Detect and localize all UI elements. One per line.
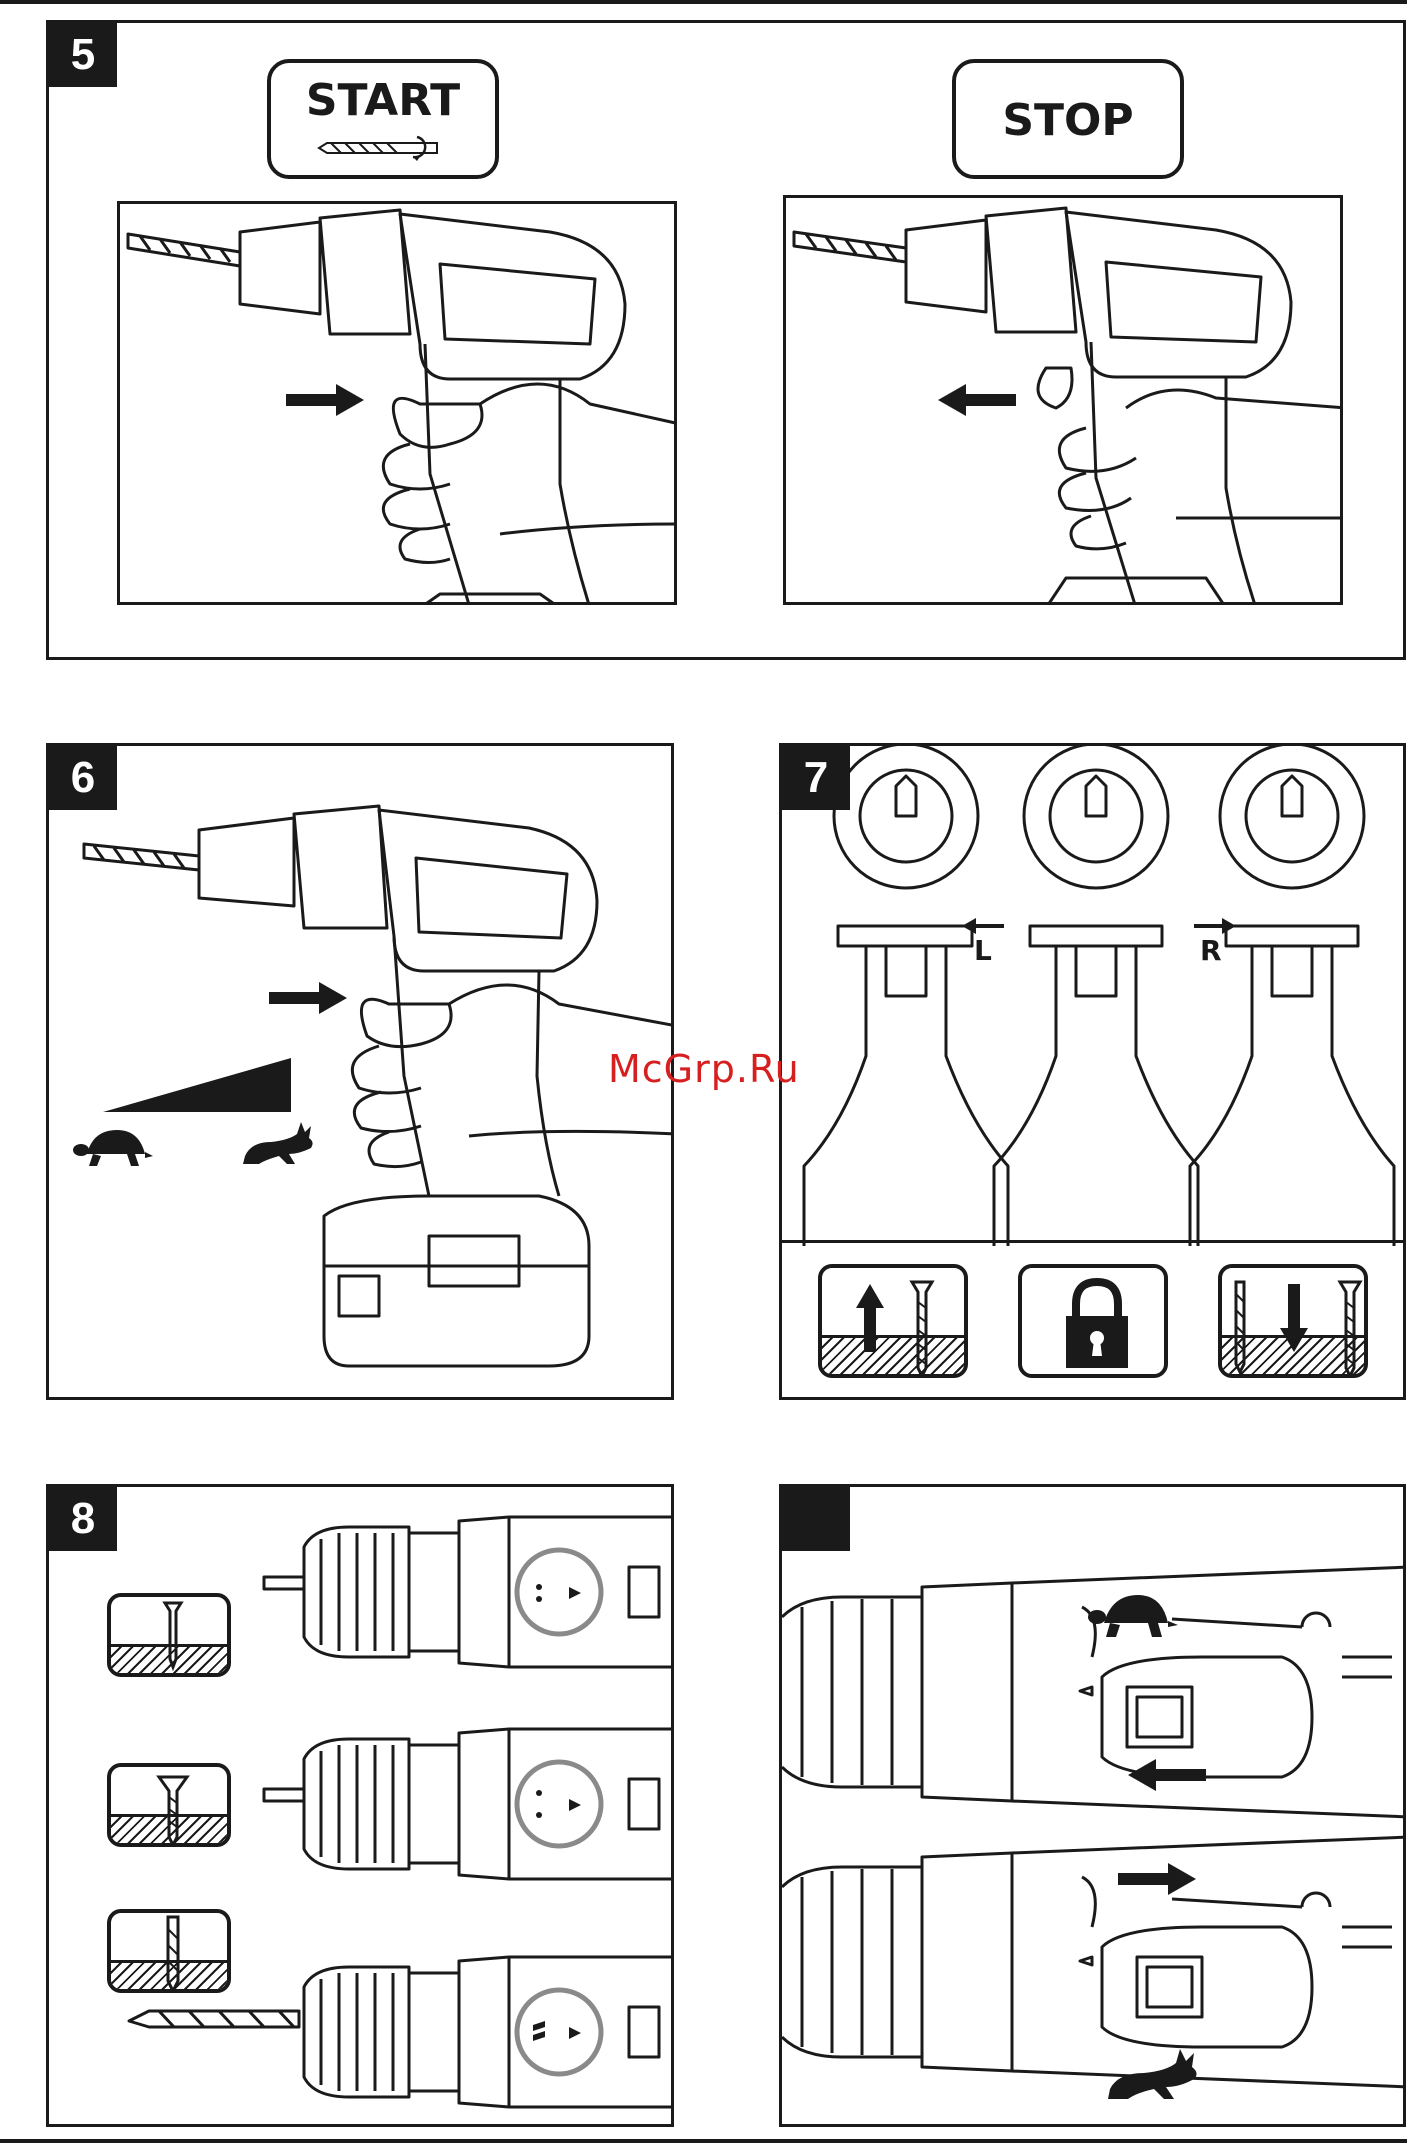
right-arrow-icon (1118, 1861, 1198, 1897)
start-label: START (271, 75, 495, 126)
right-direction-label: R (1200, 934, 1222, 967)
turtle-slow-icon (73, 1126, 155, 1170)
drill-trigger-release-drawing (786, 198, 1343, 605)
panel-5: 5 START STOP (46, 20, 1406, 660)
torque-collar-settings-drawing (49, 1487, 674, 2127)
turtle-slow-icon (1088, 1589, 1180, 1641)
right-direction-arrow-icon (1194, 918, 1236, 934)
watermark: McGrp.Ru (608, 1047, 800, 1091)
top-rule (0, 0, 1407, 4)
bottom-rule (0, 2139, 1407, 2143)
screw-in-icon (1218, 1264, 1368, 1378)
panel-8: 8 (46, 1484, 674, 2127)
screw-out-icon (818, 1264, 968, 1378)
speed-press-arrow-icon (269, 980, 349, 1016)
left-arrow-icon (1126, 1757, 1206, 1793)
drill-bit-rotation-icon (317, 133, 457, 163)
panel-7: 7 L (779, 743, 1406, 1400)
divider (782, 1240, 1406, 1243)
padlock-icon (1018, 1264, 1168, 1378)
left-direction-label: L (974, 934, 992, 967)
rabbit-fast-icon (1104, 2045, 1204, 2105)
start-label-box: START (267, 59, 499, 179)
gear-speed-selector-drawing (782, 1487, 1406, 2127)
left-direction-arrow-icon (962, 918, 1004, 934)
panel-9 (779, 1484, 1406, 2127)
trigger-press-arrow-icon (286, 382, 366, 418)
drill-direction-switch-drawing (782, 746, 1406, 1246)
trigger-release-arrow-icon (936, 382, 1016, 418)
start-drill-illustration (117, 201, 677, 605)
stop-label: STOP (956, 95, 1180, 146)
panel-number: 5 (49, 23, 117, 87)
speed-ramp-icon (103, 1058, 293, 1114)
drill-trigger-press-drawing (120, 204, 677, 605)
panel-6: 6 (46, 743, 674, 1400)
stop-drill-illustration (783, 195, 1343, 605)
stop-label-box: STOP (952, 59, 1184, 179)
rabbit-fast-icon (239, 1120, 319, 1170)
